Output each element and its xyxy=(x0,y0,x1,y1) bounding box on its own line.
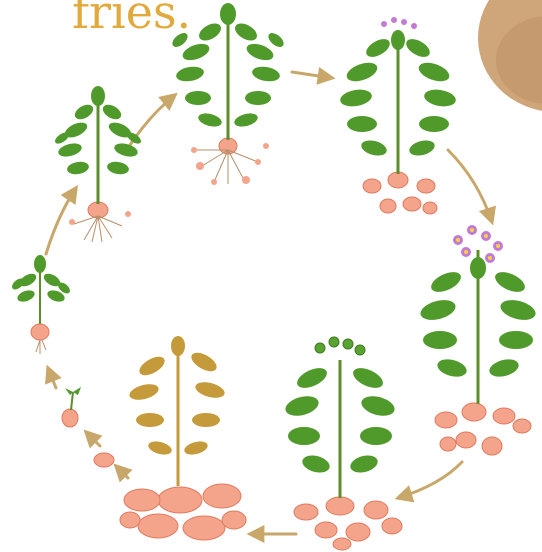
arrow-8 xyxy=(48,368,56,388)
arrow-6 xyxy=(116,466,128,478)
arrow-3 xyxy=(448,150,492,222)
stage-vegetative-growth xyxy=(53,86,143,242)
stage-young-plant xyxy=(10,255,72,354)
vegetative-tuber xyxy=(88,202,108,218)
stage-flowering xyxy=(418,225,537,455)
seed-tuber xyxy=(94,453,114,467)
stage-berry-formation xyxy=(283,337,402,550)
stage-sprout xyxy=(62,387,81,427)
sprout-tuber xyxy=(62,409,78,427)
stage-senescence xyxy=(120,336,246,540)
stage-budding xyxy=(339,17,457,214)
arrow-2 xyxy=(292,72,332,78)
arrow-4 xyxy=(398,462,462,498)
young-tuber xyxy=(31,324,49,340)
arrow-7 xyxy=(86,432,100,446)
stage-seed-potato xyxy=(94,453,114,467)
title-fragment: fries. xyxy=(72,0,191,39)
